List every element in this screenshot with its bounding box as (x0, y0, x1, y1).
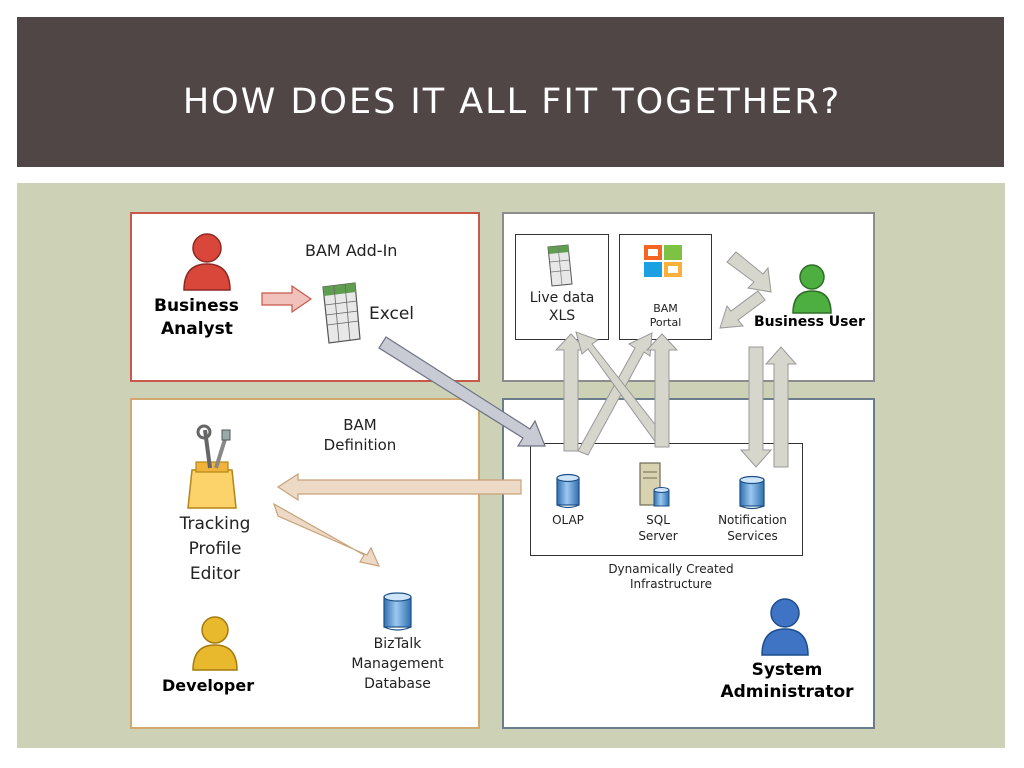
editor-to-database-arrow (272, 502, 381, 567)
business-analyst-role-line2: Analyst (161, 319, 233, 339)
bam-portal-label-line1: BAM (653, 302, 678, 315)
bam-definition-label-line1: BAM (343, 416, 377, 434)
olap-label: OLAP (552, 513, 584, 527)
tracking-profile-editor-icon (187, 424, 237, 509)
infrastructure-to-editor-arrow (276, 472, 522, 502)
user-to-notification-arrow (739, 346, 773, 468)
bam-add-in-label: BAM Add-In (305, 241, 398, 260)
infrastructure-label-line2: Infrastructure (629, 577, 713, 591)
olap-database-icon (556, 473, 580, 509)
infrastructure-label-line1: Dynamically Created (608, 562, 734, 576)
bam-definition-label-line2: Definition (323, 436, 397, 454)
system-administrator-role-line1: System (751, 660, 823, 680)
portal-to-user-arrow (726, 251, 772, 293)
notification-services-label-line2: Services (727, 529, 778, 543)
excel-to-olap-arrow (378, 336, 546, 447)
biztalk-database-label-line2: Management (351, 656, 444, 672)
system-administrator-person-icon (761, 598, 809, 656)
office-logo-icon (644, 245, 682, 277)
business-analyst-panel (130, 212, 480, 382)
live-data-label-line2: XLS (548, 308, 576, 324)
biztalk-database-label-line1: BizTalk (373, 636, 422, 652)
notification-to-user-arrow (764, 346, 798, 468)
sql-to-portal-arrow (645, 333, 679, 448)
tracking-profile-editor-label-line3: Editor (189, 564, 241, 584)
excel-label: Excel (369, 304, 415, 324)
live-data-spreadsheet-icon (547, 244, 573, 287)
slide-title: HOW DOES IT ALL FIT TOGETHER? (182, 82, 842, 122)
developer-person-icon (192, 616, 238, 671)
biztalk-database-icon (383, 592, 412, 631)
sql-server-label-line2: Server (638, 529, 678, 543)
tracking-profile-editor-label-line1: Tracking (179, 514, 251, 534)
business-user-person-icon (792, 264, 832, 314)
sql-server-icon (639, 462, 670, 507)
developer-role-label: Developer (162, 676, 255, 695)
user-to-portal-arrow (719, 290, 766, 329)
excel-spreadsheet-icon (322, 282, 361, 344)
business-analyst-role-line1: Business (154, 296, 239, 316)
title-bar (17, 17, 1004, 167)
notification-services-label-line1: Notification (718, 513, 787, 527)
biztalk-database-label-line3: Database (364, 676, 431, 692)
olap-to-portal-arrow (577, 332, 653, 456)
analyst-to-excel-arrow (261, 284, 313, 314)
live-data-label-line1: Live data (529, 290, 595, 306)
bam-portal-label-line2: Portal (649, 316, 682, 329)
notification-services-database-icon (739, 475, 765, 510)
business-analyst-person-icon (183, 233, 231, 291)
tracking-profile-editor-label-line2: Profile (188, 539, 242, 559)
sql-server-label-line1: SQL (646, 513, 670, 527)
system-administrator-role-line2: Administrator (720, 682, 854, 702)
developer-panel (130, 398, 480, 729)
business-user-role-label: Business User (754, 314, 865, 330)
